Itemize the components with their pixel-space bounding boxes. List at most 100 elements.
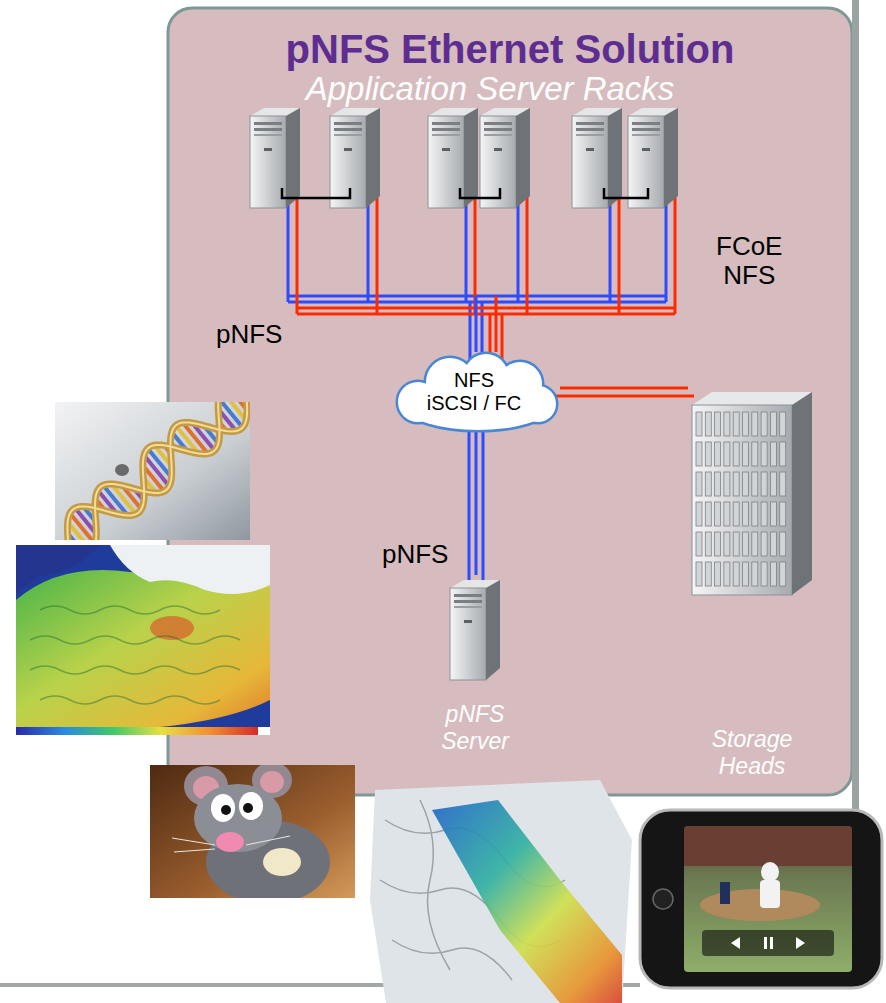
- frame-bar: [852, 0, 859, 812]
- edge-label-box: pNFS: [216, 320, 282, 349]
- protocol-label: FCoE NFS: [716, 232, 782, 289]
- drive-slot: [733, 472, 739, 496]
- drive-slot: [752, 562, 758, 586]
- screen-controls: [702, 930, 834, 956]
- server-wires: [288, 195, 694, 586]
- rack-slots: [696, 412, 786, 586]
- drive-slot: [743, 502, 749, 526]
- drive-slot: [743, 412, 749, 436]
- phone-image: [640, 810, 882, 988]
- rat-eye: [239, 792, 263, 820]
- terrain-depth-band: [432, 800, 622, 1003]
- node-label: pNFS Ethernet Solution: [286, 26, 735, 72]
- drive-slot: [715, 562, 721, 586]
- pause-icon: [770, 937, 773, 949]
- rat-food: [263, 848, 301, 876]
- drive-slot: [770, 442, 776, 466]
- screen-catcher: [720, 882, 730, 904]
- drive-slot: [743, 562, 749, 586]
- phone-body: [640, 810, 882, 988]
- map-ice: [110, 545, 270, 594]
- rat-pupil: [243, 803, 253, 813]
- drive-slot: [705, 472, 711, 496]
- map-texture: [30, 606, 240, 704]
- rewind-icon: [731, 937, 740, 949]
- drive-slot: [780, 412, 786, 436]
- drive-slot: [733, 442, 739, 466]
- terrain-ridge: [392, 940, 512, 980]
- rat-image: [150, 765, 355, 898]
- rat-pupil: [221, 805, 231, 815]
- storage-heads: Storage Heads: [688, 385, 816, 785]
- drive-slot: [724, 532, 730, 556]
- drive-slot: [752, 472, 758, 496]
- drive-slot: [733, 502, 739, 526]
- cloud-lobe: [408, 386, 548, 430]
- drive-slot: [705, 562, 711, 586]
- node-label: Storage Heads: [712, 726, 793, 781]
- ocean-map-image: [16, 545, 270, 735]
- map-ridge: [40, 606, 220, 614]
- rat-whisker: [172, 836, 290, 852]
- server-tower: [330, 108, 380, 208]
- cloud-fill: [398, 354, 556, 430]
- rack-side: [792, 392, 812, 595]
- server-tower: [428, 108, 478, 208]
- node-label: NFS: [454, 369, 494, 392]
- rack-front: [692, 405, 792, 595]
- drive-slot: [733, 412, 739, 436]
- pair-links: [282, 188, 648, 198]
- pnfs-wires: [288, 195, 666, 586]
- server-tower: [572, 108, 622, 208]
- drive-slot: [770, 472, 776, 496]
- forward-icon: [796, 937, 805, 949]
- image-ground: [16, 545, 270, 735]
- wire-bus: [297, 308, 675, 314]
- drive-slot: [705, 502, 711, 526]
- drive-slot: [770, 412, 776, 436]
- panel-ground: [168, 8, 852, 795]
- rat-head: [194, 784, 282, 852]
- drive-slot: [743, 442, 749, 466]
- drive-slot: [715, 442, 721, 466]
- drive-slot: [715, 472, 721, 496]
- drive-slot: [696, 502, 702, 526]
- drive-slot: [724, 412, 730, 436]
- pause-icon: [764, 937, 767, 949]
- pair-link: [604, 188, 648, 198]
- drive-slot: [696, 412, 702, 436]
- drive-slot: [761, 442, 767, 466]
- drive-slot: [780, 472, 786, 496]
- phone-screen: [684, 826, 852, 972]
- dna-image: [55, 380, 251, 563]
- rat-nose: [216, 832, 244, 852]
- connector: [560, 387, 688, 390]
- drive-slot: [780, 502, 786, 526]
- screen-ground: [684, 826, 852, 972]
- drive-slot: [770, 532, 776, 556]
- protocol-label: pNFS: [216, 320, 282, 349]
- screen-player: [761, 862, 779, 882]
- drive-slot: [743, 532, 749, 556]
- drive-slot: [780, 442, 786, 466]
- drive-slot: [761, 412, 767, 436]
- terrain-image: [370, 780, 632, 1003]
- cloud-lobe: [408, 386, 548, 430]
- drive-slot: [733, 562, 739, 586]
- drive-slot: [761, 532, 767, 556]
- dna-strand-shine: [67, 402, 250, 540]
- pair-link: [282, 188, 350, 198]
- drive-slot: [761, 502, 767, 526]
- rat-whiskers: [172, 836, 290, 852]
- drive-slot: [752, 502, 758, 526]
- drive-slot: [780, 562, 786, 586]
- drive-slot: [696, 472, 702, 496]
- dna-helix: [58, 402, 250, 540]
- drive-slot: [715, 502, 721, 526]
- screen-stands: [684, 826, 852, 866]
- drive-slot: [752, 532, 758, 556]
